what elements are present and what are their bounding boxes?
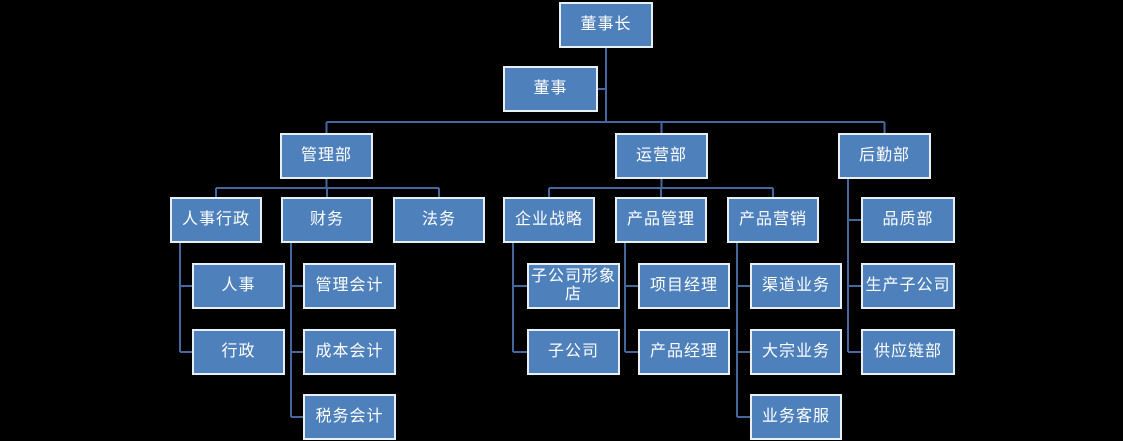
org-node-label: 项目经理 <box>649 276 718 294</box>
org-node-label: 后勤部 <box>858 146 910 164</box>
org-node-subsidiary-image-store[interactable]: 子公司形象店 <box>527 263 620 309</box>
org-node-admin[interactable]: 行政 <box>192 329 285 375</box>
org-node-director[interactable]: 董事 <box>503 66 598 112</box>
org-node-product-management[interactable]: 产品管理 <box>615 197 707 243</box>
org-node-tax-accounting[interactable]: 税务会计 <box>303 394 396 440</box>
org-node-supply-chain-dept[interactable]: 供应链部 <box>861 329 955 375</box>
org-node-label: 财务 <box>309 210 344 228</box>
org-node-finance[interactable]: 财务 <box>281 197 373 243</box>
org-node-bulk-business[interactable]: 大宗业务 <box>750 329 842 375</box>
org-node-operations-dept[interactable]: 运营部 <box>615 133 708 179</box>
org-node-label: 董事 <box>533 79 568 97</box>
org-node-label: 产品管理 <box>626 210 695 228</box>
org-node-label: 成本会计 <box>315 342 384 360</box>
org-node-label: 人事行政 <box>181 210 250 228</box>
org-node-channel-business[interactable]: 渠道业务 <box>750 263 842 309</box>
org-node-label: 管理部 <box>300 146 352 164</box>
org-node-project-manager[interactable]: 项目经理 <box>638 263 730 309</box>
org-node-label: 大宗业务 <box>761 342 830 360</box>
org-node-chairman[interactable]: 董事长 <box>559 2 653 48</box>
org-node-label: 品质部 <box>882 210 934 228</box>
org-node-subsidiary[interactable]: 子公司 <box>527 329 620 375</box>
org-node-label: 税务会计 <box>315 407 384 425</box>
org-node-label: 子公司 <box>547 342 599 360</box>
org-node-logistics-dept[interactable]: 后勤部 <box>838 133 931 179</box>
org-node-hr[interactable]: 人事 <box>192 263 285 309</box>
org-node-cost-accounting[interactable]: 成本会计 <box>303 329 396 375</box>
org-node-quality-dept[interactable]: 品质部 <box>861 197 955 243</box>
org-node-label: 行政 <box>221 342 256 360</box>
org-node-label: 渠道业务 <box>761 276 830 294</box>
org-node-label: 业务客服 <box>761 407 830 425</box>
org-node-label: 法务 <box>421 210 456 228</box>
org-node-label: 运营部 <box>635 146 687 164</box>
org-node-product-manager[interactable]: 产品经理 <box>638 329 730 375</box>
org-node-management-dept[interactable]: 管理部 <box>280 133 373 179</box>
org-node-business-customer-service[interactable]: 业务客服 <box>750 394 842 440</box>
org-node-label: 企业战略 <box>514 210 583 228</box>
org-node-label: 董事长 <box>580 15 632 33</box>
org-node-product-marketing[interactable]: 产品营销 <box>727 197 819 243</box>
org-node-label: 产品经理 <box>649 342 718 360</box>
org-node-production-subsidiary[interactable]: 生产子公司 <box>861 263 955 309</box>
org-node-label: 子公司形象店 <box>530 267 616 303</box>
org-node-label: 供应链部 <box>873 342 942 360</box>
org-node-label: 管理会计 <box>315 276 384 294</box>
org-node-management-accounting[interactable]: 管理会计 <box>303 263 396 309</box>
org-node-corporate-strategy[interactable]: 企业战略 <box>503 197 595 243</box>
org-node-label: 生产子公司 <box>865 276 951 294</box>
org-node-legal[interactable]: 法务 <box>393 197 485 243</box>
org-node-hr-admin[interactable]: 人事行政 <box>170 197 262 243</box>
org-node-label: 产品营销 <box>738 210 807 228</box>
org-node-label: 人事 <box>221 276 256 294</box>
